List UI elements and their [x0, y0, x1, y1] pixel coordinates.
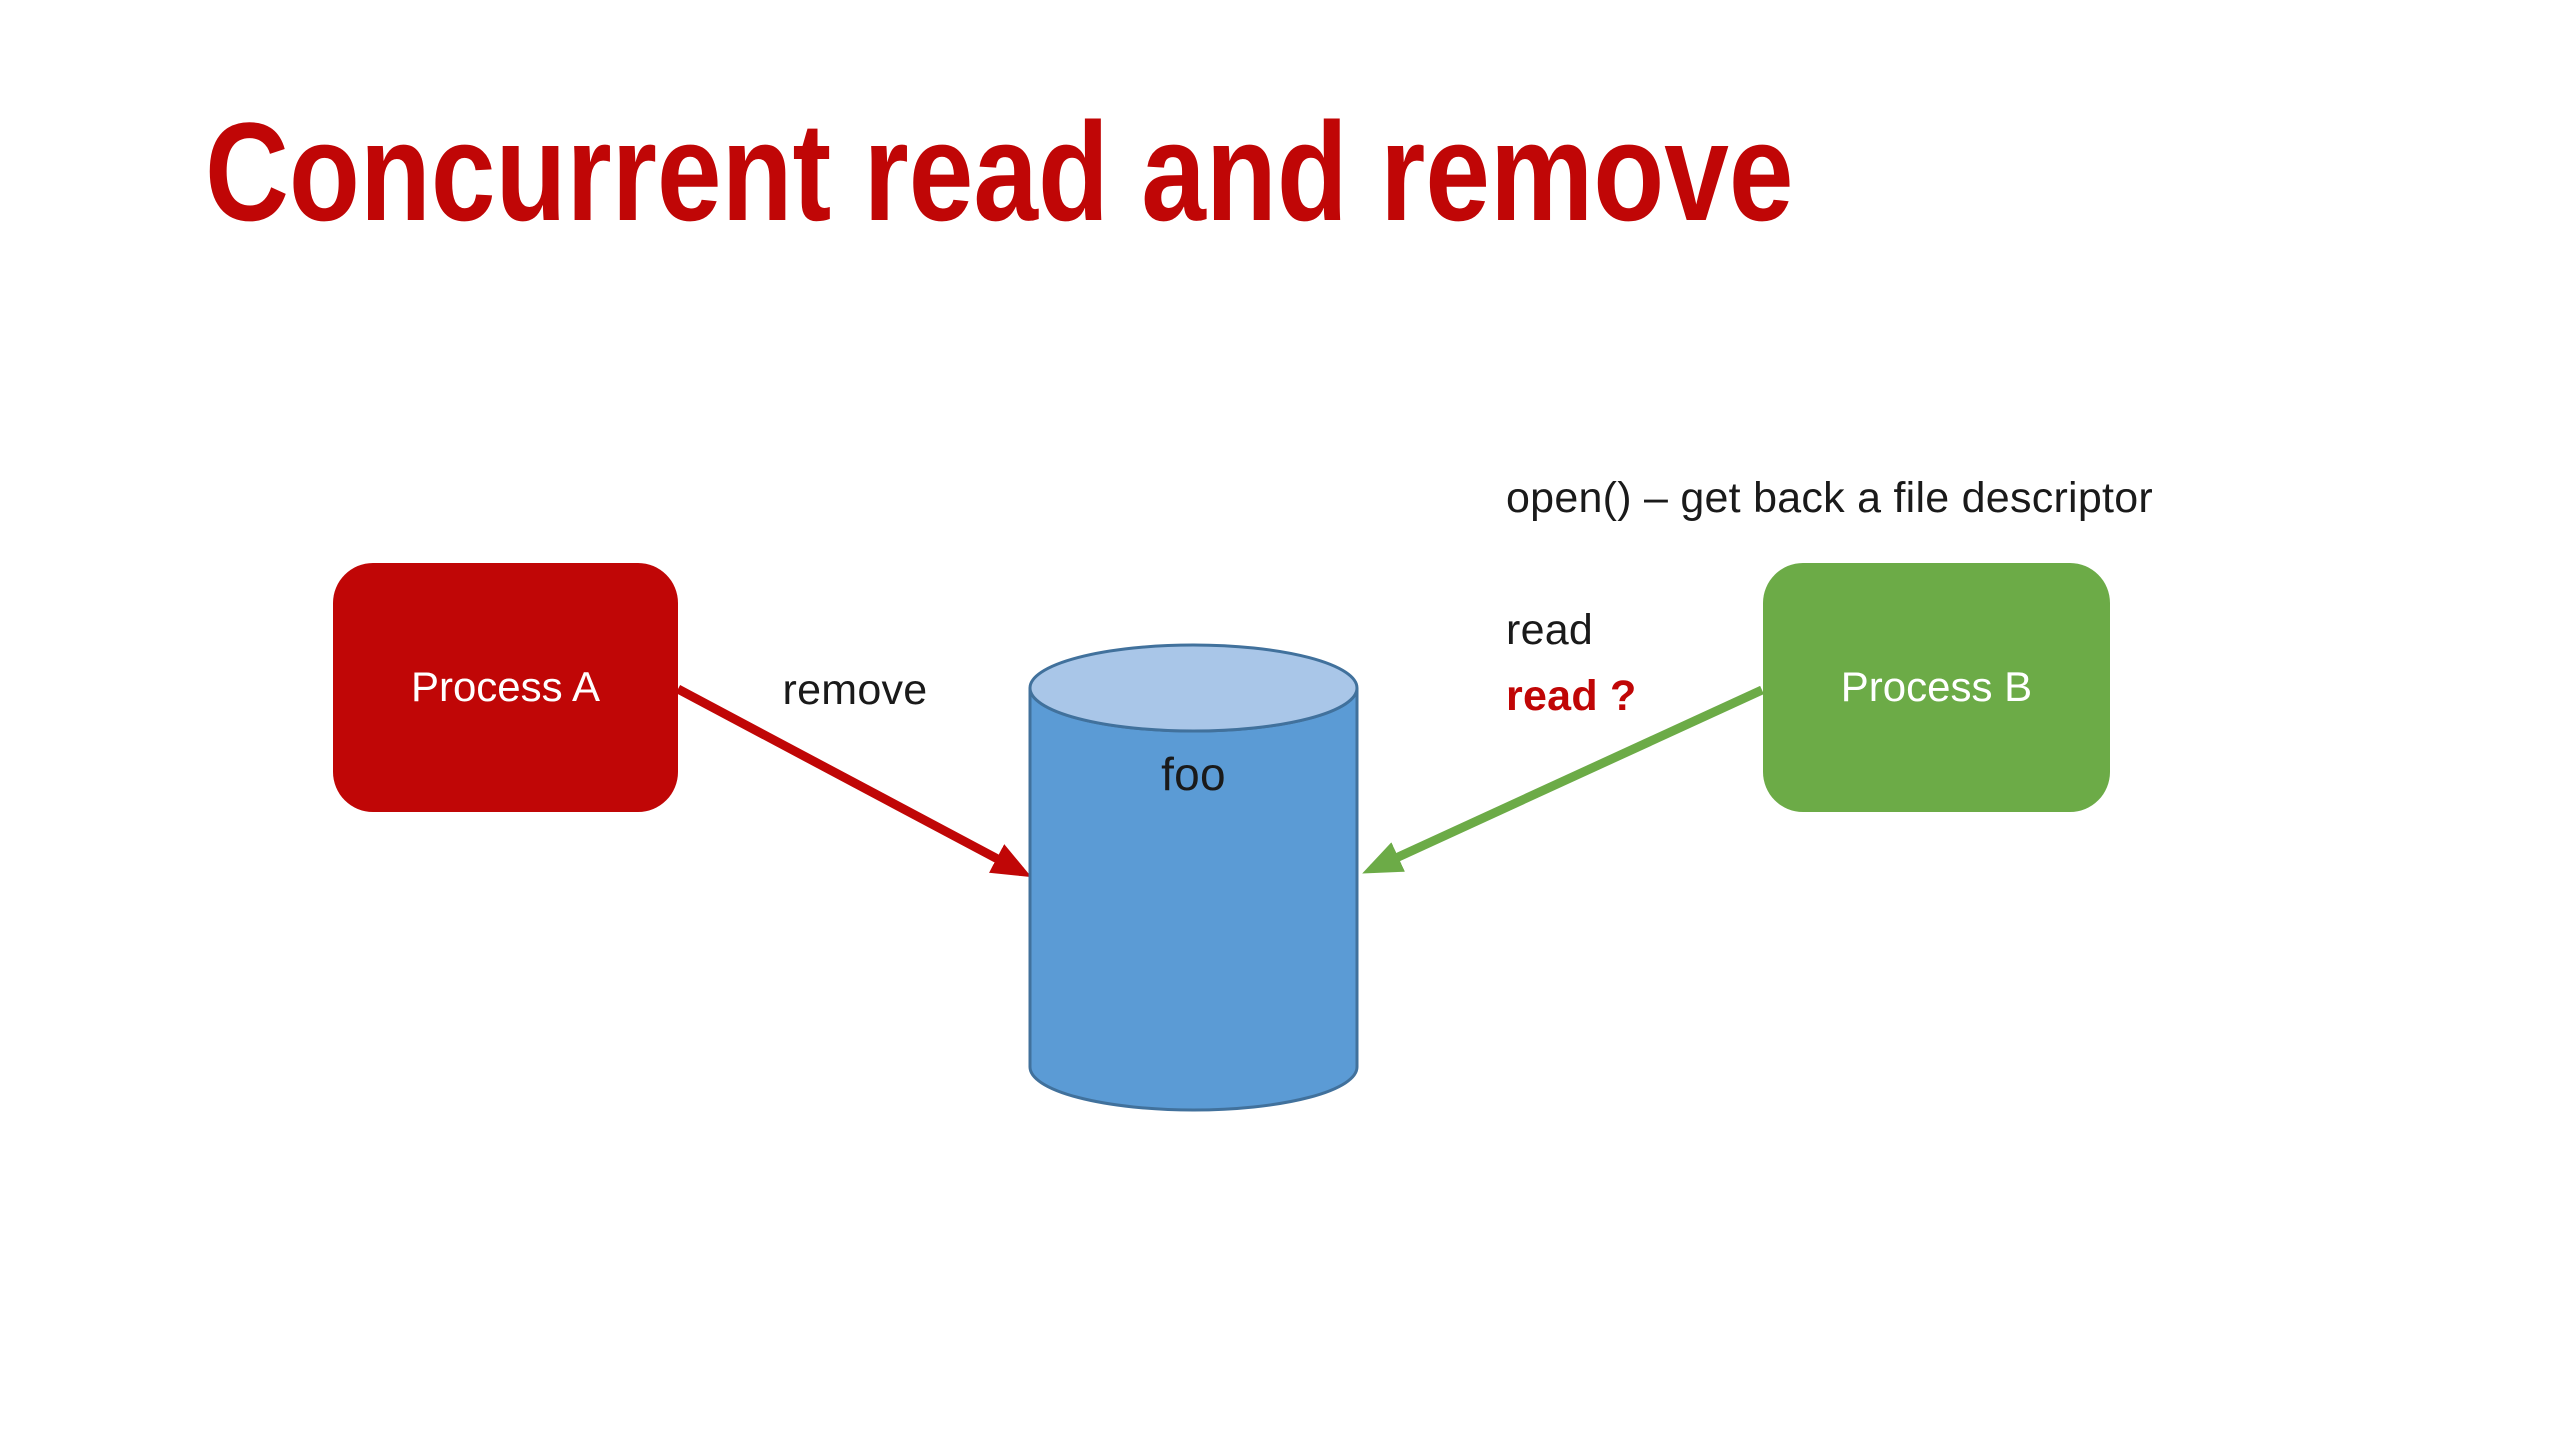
file-name-label: foo	[1161, 748, 1226, 800]
remove-label: remove	[782, 666, 928, 714]
process-a-node: Process A	[333, 563, 678, 812]
cylinder-top	[1028, 643, 1359, 733]
process-b-node: Process B	[1763, 563, 2110, 812]
open-annotation: open() – get back a file descriptor	[1506, 474, 2153, 522]
read-annotation: read	[1506, 606, 1594, 654]
read-arrow-icon	[1362, 685, 1764, 874]
remove-arrow-icon	[675, 685, 1032, 878]
process-a-label: Process A	[410, 663, 601, 711]
read-question-annotation: read ?	[1506, 672, 1637, 720]
process-b-label: Process B	[1840, 663, 2033, 711]
cylinder-icon	[1028, 643, 1359, 1112]
slide-title: Concurrent read and remove	[205, 93, 1794, 250]
